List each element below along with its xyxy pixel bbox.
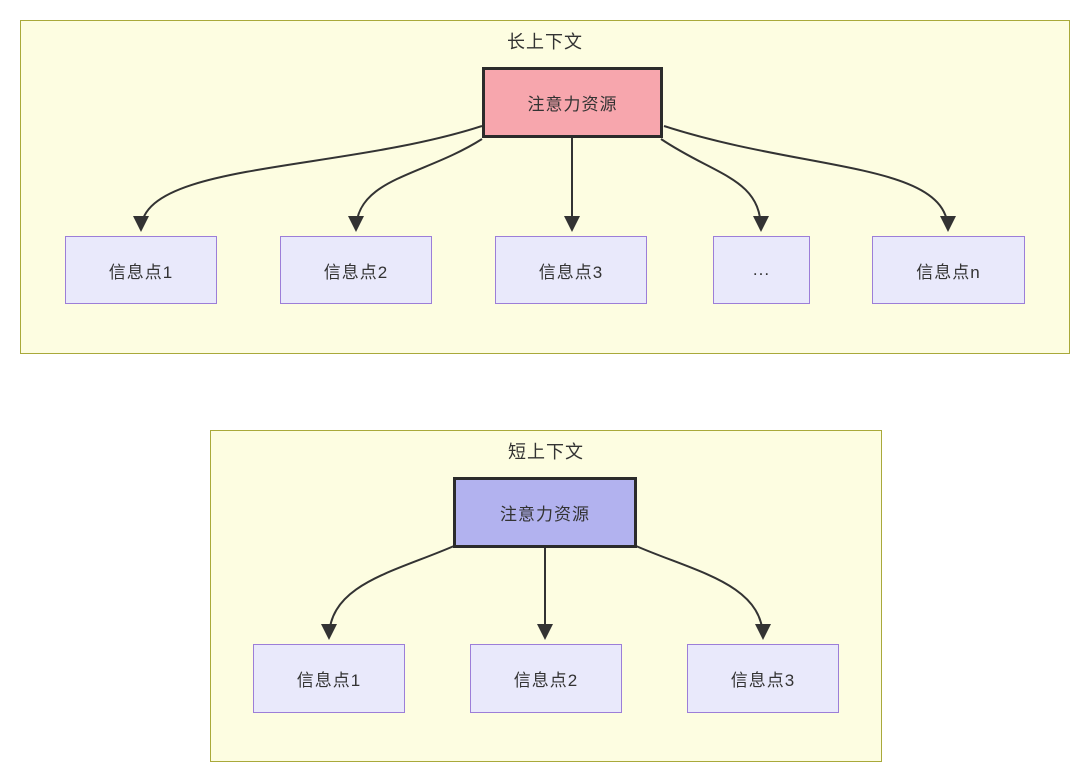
long-attention-hub: 注意力资源 xyxy=(482,67,663,138)
long-node-infon: 信息点n xyxy=(872,236,1025,304)
short-context-title: 短上下文 xyxy=(508,442,584,462)
short-attention-hub: 注意力资源 xyxy=(453,477,637,548)
long-node-info2: 信息点2 xyxy=(280,236,432,304)
short-node-info2: 信息点2 xyxy=(470,644,622,713)
short-node-info1: 信息点1 xyxy=(253,644,405,713)
long-node-info1: 信息点1 xyxy=(65,236,217,304)
long-node-ellipsis: ... xyxy=(713,236,810,304)
long-node-info3: 信息点3 xyxy=(495,236,647,304)
short-node-info3: 信息点3 xyxy=(687,644,839,713)
long-context-title: 长上下文 xyxy=(507,32,583,52)
